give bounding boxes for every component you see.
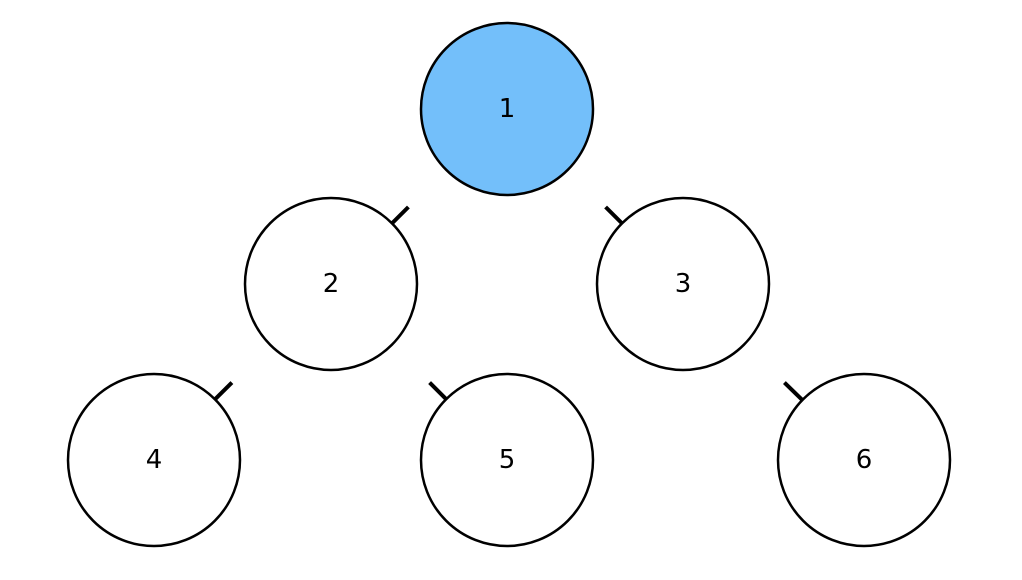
node-circle-3: [595, 196, 771, 372]
tree-node-1: 1: [419, 21, 595, 197]
node-label-2: 2: [323, 269, 340, 299]
node-label-5: 5: [499, 445, 516, 475]
node-circle-6: [776, 372, 952, 548]
node-label-3: 3: [675, 269, 692, 299]
node-label-1: 1: [499, 94, 516, 124]
tree-node-2: 2: [243, 196, 419, 372]
tree-node-6: 6: [776, 372, 952, 548]
node-circle-1: [419, 21, 595, 197]
node-circle-4: [66, 372, 242, 548]
tree-node-3: 3: [595, 196, 771, 372]
tree-node-4: 4: [66, 372, 242, 548]
node-circle-2: [243, 196, 419, 372]
tree-nodes: 1 2 3 4 5 6: [66, 21, 952, 548]
tree-node-5: 5: [419, 372, 595, 548]
node-label-4: 4: [146, 445, 163, 475]
node-circle-5: [419, 372, 595, 548]
node-label-6: 6: [856, 445, 873, 475]
